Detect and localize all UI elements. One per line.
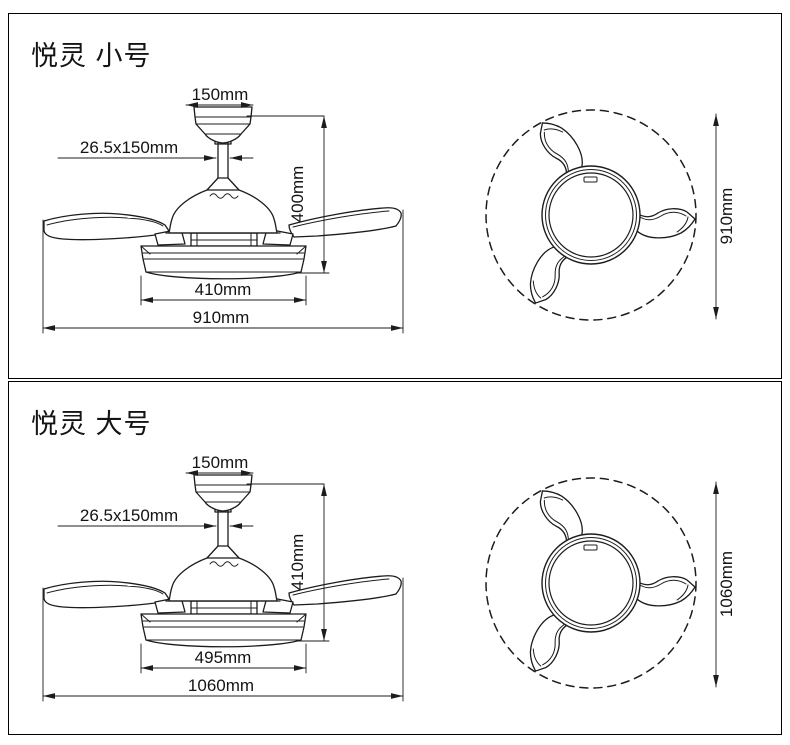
panel-yueling-small: 悦灵 小号 150mm 26.5x150mm 400mm 410mm 910mm… <box>8 13 782 379</box>
dim-label-downrod: 26.5x150mm <box>80 506 178 525</box>
dim-label-canopy-width: 150mm <box>192 453 249 472</box>
dim-label-downrod: 26.5x150mm <box>80 138 178 157</box>
dim-label-top-view-diameter: 1060mm <box>717 551 736 617</box>
fan-dimension-diagram-small: 150mm 26.5x150mm 400mm 410mm 910mm 910mm <box>9 85 736 354</box>
fan-dimension-diagram-large: 150mm 26.5x150mm 410mm 495mm 1060mm 1060… <box>9 453 736 722</box>
dim-label-height: 400mm <box>288 166 307 223</box>
dim-label-total-width: 910mm <box>193 308 250 327</box>
dim-label-canopy-width: 150mm <box>192 85 249 104</box>
dim-label-top-view-diameter: 910mm <box>717 188 736 245</box>
panel-title: 悦灵 小号 <box>31 41 152 71</box>
dim-label-body-width: 410mm <box>195 280 252 299</box>
panel-yueling-large: 悦灵 大号 150mm 26.5x150mm 410mm 495mm 1060m… <box>8 381 782 735</box>
dim-label-height: 410mm <box>288 534 307 591</box>
panel-title: 悦灵 大号 <box>31 409 152 439</box>
dim-label-total-width: 1060mm <box>188 676 254 695</box>
dim-label-body-width: 495mm <box>195 648 252 667</box>
